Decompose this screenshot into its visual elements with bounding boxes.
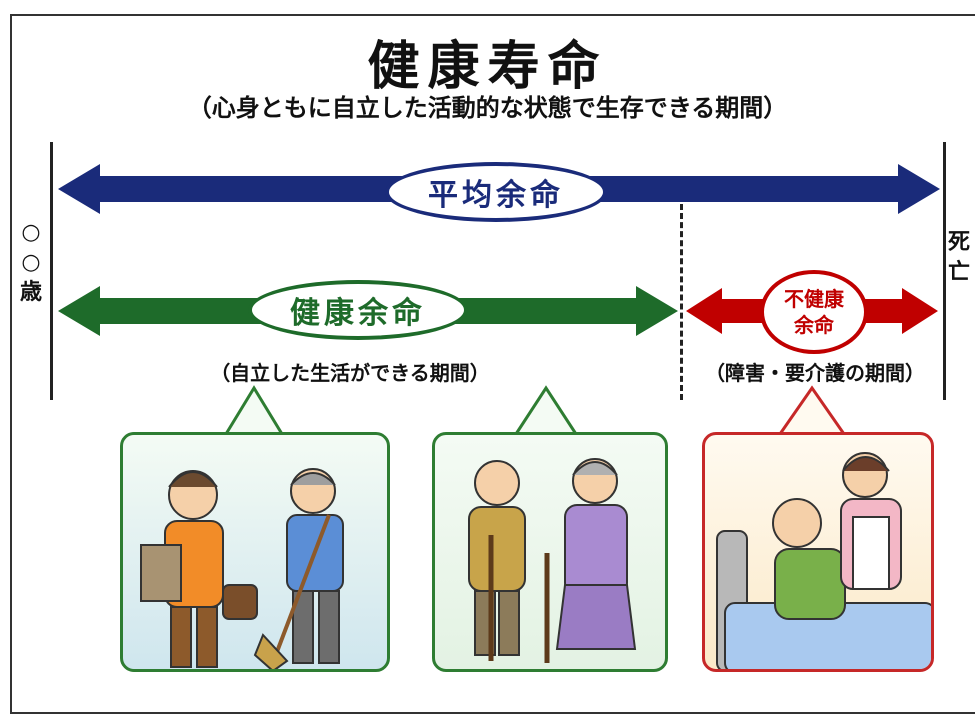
healthy-tail-a (223, 385, 285, 436)
unhealthy-tail (777, 385, 847, 436)
average-life-label: 平均余命 (385, 162, 607, 222)
death-line (943, 142, 946, 400)
patient-figure (772, 498, 846, 620)
healthy-tail-b (513, 385, 579, 436)
caregiving-illustration (702, 432, 934, 672)
birth-line (50, 142, 53, 400)
healthy-life-label: 健康余命 (248, 280, 468, 340)
diagram-subtitle: （心身ともに自立した活動的な状態で生存できる期間） (187, 94, 788, 122)
woman-figure (140, 470, 258, 668)
diagram-title: 健康寿命 (367, 37, 608, 97)
man-figure (253, 468, 344, 669)
unhealthy-caption: （障害・要介護の期間） (705, 361, 925, 385)
active-elderly-illustration (120, 432, 390, 672)
bed (716, 530, 931, 669)
walking-elderly-illustration (432, 432, 668, 672)
unhealthy-life-label: 不健康 余命 (760, 270, 868, 354)
age-label: ○ ○ 歳 (19, 220, 42, 305)
death-label: 死 亡 (948, 230, 971, 285)
health-boundary-line (680, 204, 683, 400)
man-with-cane (468, 460, 526, 661)
woman-with-cane (544, 458, 637, 663)
healthy-caption: （自立した生活ができる期間） (210, 361, 490, 385)
caregiver-figure (840, 452, 902, 590)
